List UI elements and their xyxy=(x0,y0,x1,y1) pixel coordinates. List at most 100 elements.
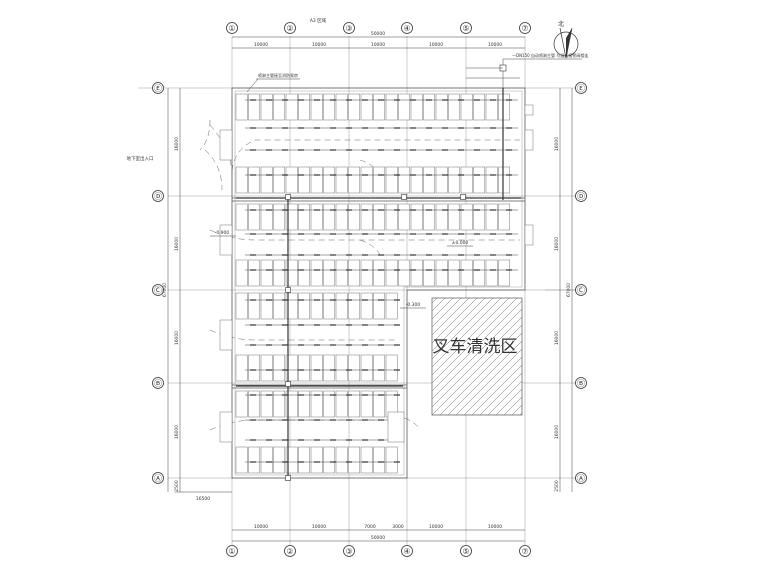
parking-stall xyxy=(498,166,511,194)
elevation-text: -0.300 xyxy=(406,302,421,308)
dimension-text: 10000 xyxy=(254,524,268,530)
parking-stall xyxy=(360,390,373,418)
parking-stall xyxy=(323,166,336,194)
parking-stall xyxy=(260,166,273,194)
dimension-text: 16000 xyxy=(554,137,560,151)
hatch-line xyxy=(471,364,522,415)
parking-stall xyxy=(323,203,336,231)
parking-stall xyxy=(273,203,286,231)
valve-marker xyxy=(401,194,407,200)
parking-stall xyxy=(373,446,386,474)
parking-stall xyxy=(448,166,461,194)
north-arrow-icon: 北 xyxy=(553,20,579,59)
hatch-line xyxy=(511,404,522,415)
dimension-right: 16000 16000 16000 16000 2500 67000 xyxy=(554,88,573,492)
parking-stall xyxy=(348,93,361,121)
dimension-text: 10000 xyxy=(429,42,443,48)
parking-stall xyxy=(323,93,336,121)
parking-stall xyxy=(435,259,448,287)
parking-stall xyxy=(248,166,261,194)
hatch-line xyxy=(432,298,462,328)
hatch-line xyxy=(432,308,522,400)
north-label: 北 xyxy=(558,20,564,28)
parking-stall xyxy=(298,446,311,474)
parking-stall xyxy=(335,354,348,382)
parking-stall xyxy=(385,259,398,287)
parking-stall xyxy=(348,292,361,320)
parking-stall xyxy=(373,203,386,231)
dimension-text: 10000 xyxy=(488,42,502,48)
parking-stall xyxy=(385,354,398,382)
parking-stall xyxy=(248,203,261,231)
zone-label: 叉车清洗区 xyxy=(433,337,518,357)
axis-label: ⑤ xyxy=(462,24,469,33)
parking-stall xyxy=(323,354,336,382)
parking-stall xyxy=(473,166,486,194)
parking-stall xyxy=(460,166,473,194)
parking-stall xyxy=(410,203,423,231)
parking-stall xyxy=(298,203,311,231)
hatch-line xyxy=(439,332,522,415)
parking-stall xyxy=(235,292,248,320)
parking-stall xyxy=(273,292,286,320)
parking-stall xyxy=(448,203,461,231)
parking-stall xyxy=(348,203,361,231)
parking-stall xyxy=(260,446,273,474)
parking-stall xyxy=(385,93,398,121)
dimension-text: 10000 xyxy=(371,42,385,48)
axis-label: ① xyxy=(228,24,235,33)
dimension-text: 10000 xyxy=(254,42,268,48)
axis-label: ② xyxy=(286,547,293,556)
parking-stall xyxy=(310,166,323,194)
parking-stall xyxy=(473,203,486,231)
hatch-line xyxy=(455,348,522,415)
parking-stall xyxy=(273,446,286,474)
parking-stall xyxy=(448,93,461,121)
axis-label: ④ xyxy=(403,547,410,556)
parking-stall xyxy=(360,166,373,194)
parking-stall xyxy=(310,203,323,231)
entrance-ramps xyxy=(219,104,534,443)
parking-stall xyxy=(410,259,423,287)
parking-stall xyxy=(485,93,498,121)
axis-label: Ⓔ xyxy=(154,84,162,93)
hatch-line xyxy=(432,298,510,376)
parking-stall xyxy=(273,93,286,121)
parking-stall xyxy=(298,259,311,287)
parking-stall xyxy=(473,93,486,121)
hatch-line xyxy=(432,298,502,368)
forklift-wash-zone: 叉车清洗区 xyxy=(431,297,645,416)
parking-stall xyxy=(385,446,398,474)
parking-stall xyxy=(348,259,361,287)
parking-stall xyxy=(423,93,436,121)
parking-stall xyxy=(298,166,311,194)
parking-stall xyxy=(373,93,386,121)
hatch-line xyxy=(528,298,645,415)
axis-label: Ⓑ xyxy=(154,379,162,388)
hatch-line xyxy=(432,324,522,415)
parking-stall xyxy=(473,259,486,287)
parking-stall xyxy=(348,446,361,474)
dimension-total: 50000 xyxy=(371,535,385,541)
parking-stall xyxy=(335,292,348,320)
parking-stall xyxy=(235,93,248,121)
parking-stall xyxy=(373,390,386,418)
axis-bubbles-sides: Ⓔ Ⓓ Ⓒ Ⓑ Ⓐ Ⓔ Ⓓ Ⓒ Ⓑ Ⓐ xyxy=(152,82,587,484)
parking-stall xyxy=(248,446,261,474)
axis-label: ③ xyxy=(345,24,352,33)
parking-stall xyxy=(285,354,298,382)
parking-stall xyxy=(373,354,386,382)
parking-stall xyxy=(335,259,348,287)
axis-label: Ⓐ xyxy=(154,474,162,483)
top-zone-label: A3 区域 xyxy=(310,17,327,24)
parking-stall xyxy=(360,259,373,287)
parking-stall xyxy=(298,390,311,418)
plan-notes: 喷淋主管接至消防泵房 一DN150 自动喷淋主管 与湿式报警阀相连 xyxy=(246,52,588,93)
dimension-text: 16000 xyxy=(554,237,560,251)
parking-stall xyxy=(310,292,323,320)
parking-stall xyxy=(360,93,373,121)
parking-stall xyxy=(273,166,286,194)
dimension-text: 16500 xyxy=(196,496,210,502)
parking-stall xyxy=(498,259,511,287)
dimension-text: 16000 xyxy=(174,425,180,439)
